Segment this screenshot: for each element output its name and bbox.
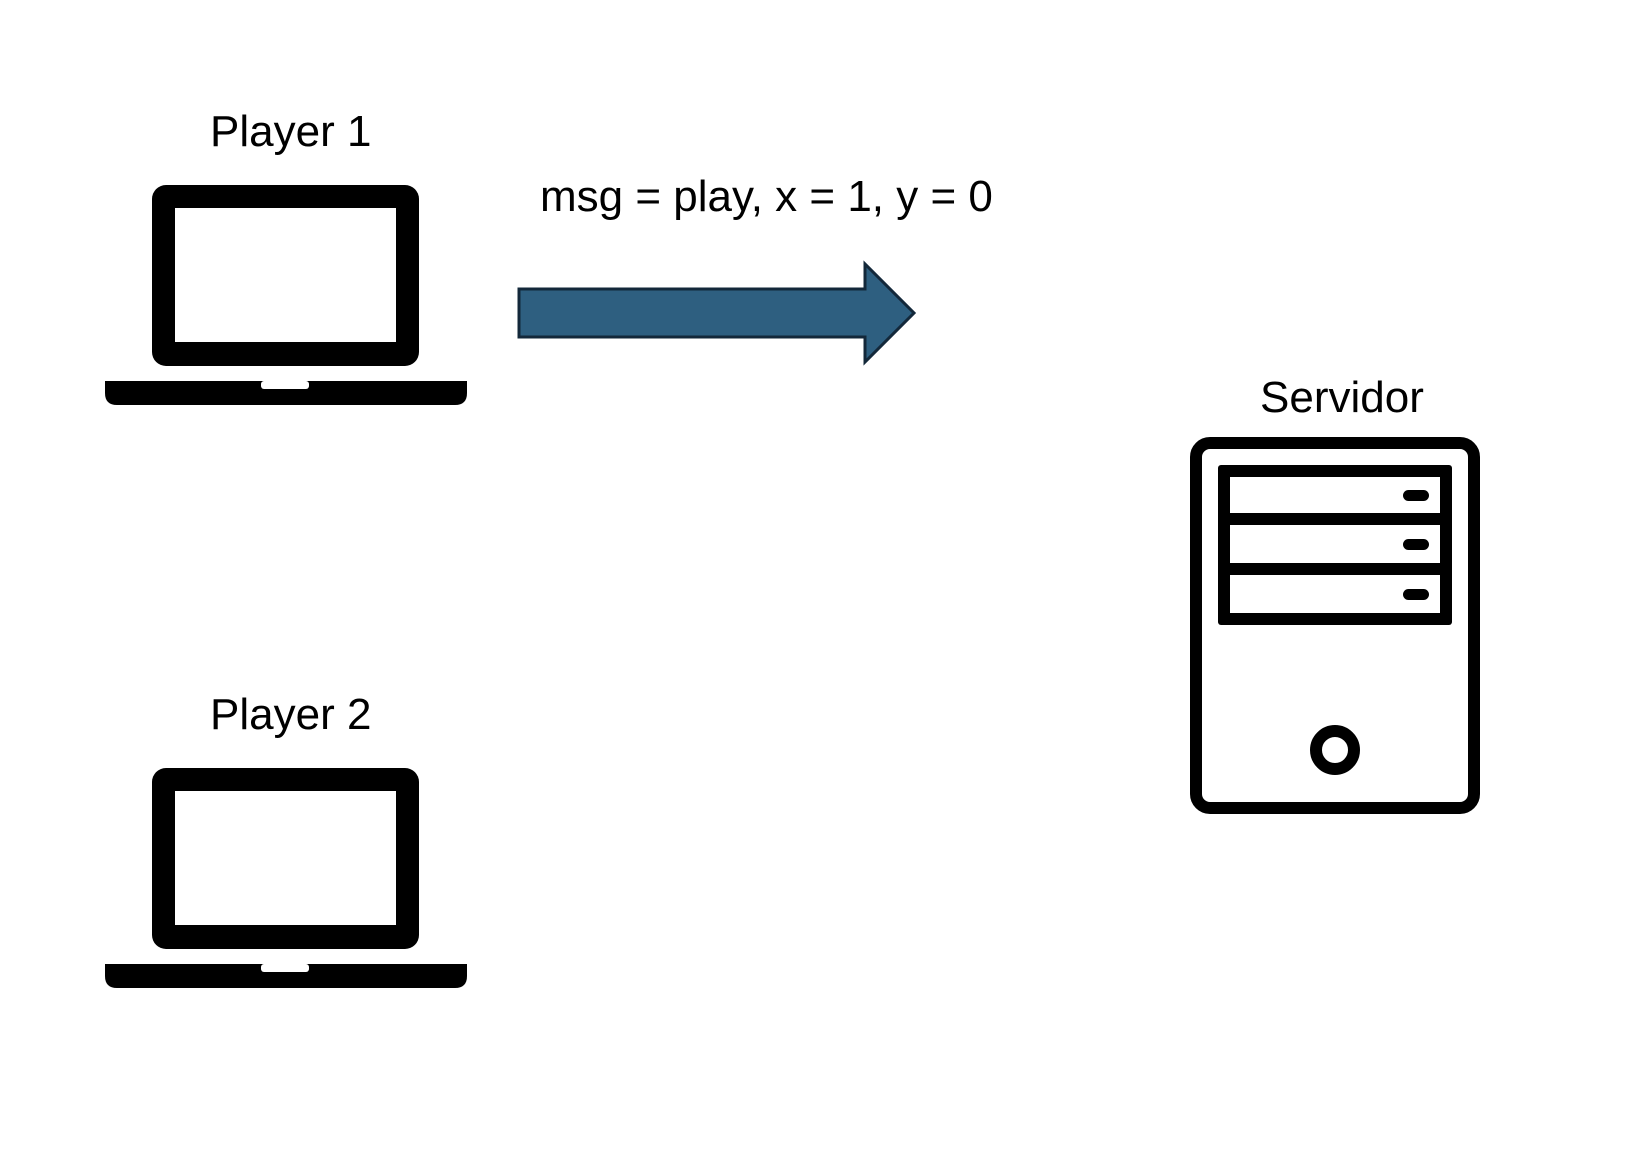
- player-2-label: Player 2: [210, 690, 372, 739]
- message-arrow-icon: [517, 260, 917, 366]
- player-1-laptop-icon: [105, 185, 467, 405]
- player-2-laptop-icon: [105, 768, 467, 988]
- server-tower-icon: [1190, 437, 1480, 814]
- server-label: Servidor: [1260, 373, 1424, 422]
- player-1-label: Player 1: [210, 107, 372, 156]
- message-label: msg = play, x = 1, y = 0: [540, 172, 993, 221]
